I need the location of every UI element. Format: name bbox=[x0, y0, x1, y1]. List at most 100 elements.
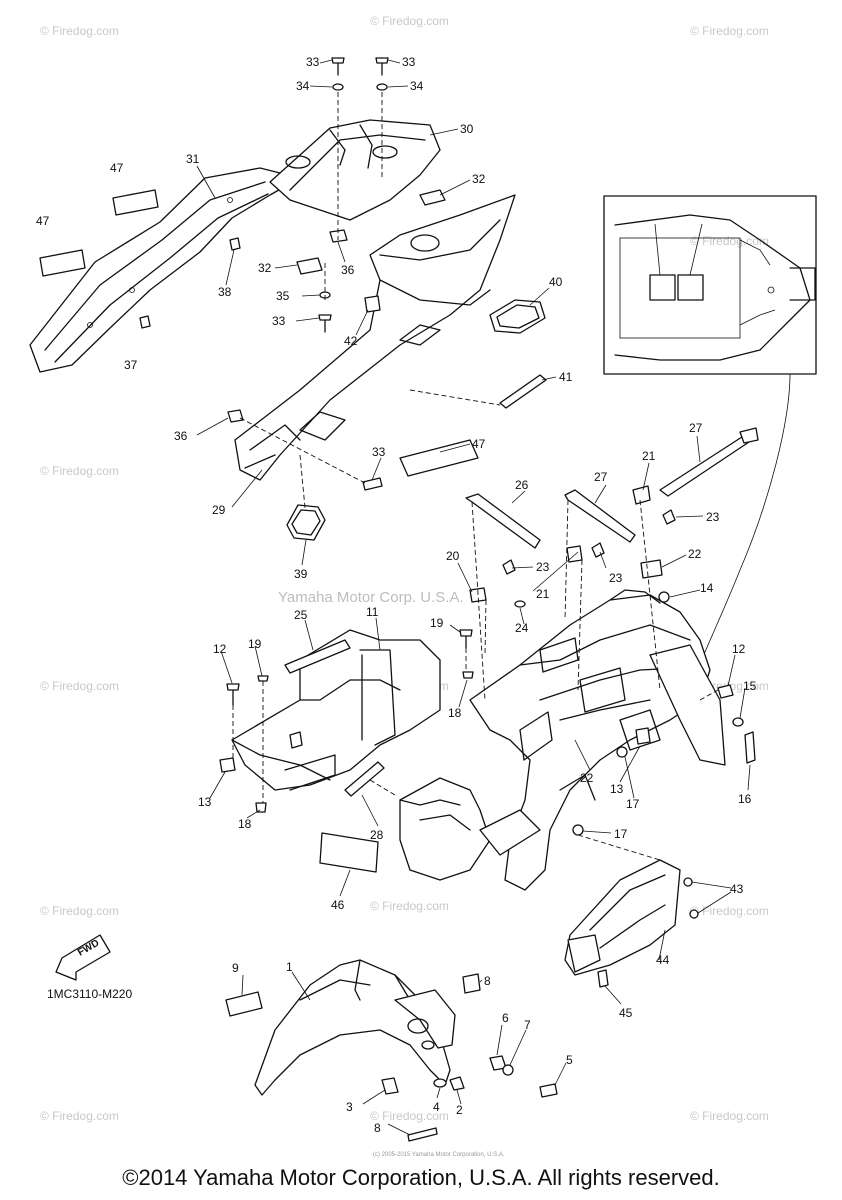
callout: 18 bbox=[448, 706, 462, 720]
callout: 12 bbox=[213, 642, 227, 656]
callout: 39 bbox=[294, 567, 308, 581]
callout: 8 bbox=[374, 1121, 381, 1135]
watermark: © Firedog.com bbox=[690, 904, 769, 918]
assembly-lines-upper bbox=[239, 92, 501, 509]
callout: 42 bbox=[344, 334, 358, 348]
watermark: © Firedog.com bbox=[40, 24, 119, 38]
diagram-code: 1MC3110-M220 bbox=[47, 987, 132, 1001]
small-notice: (c) 2005-2015 Yamaha Motor Corporation, … bbox=[373, 1152, 505, 1158]
callout: 21 bbox=[536, 587, 550, 601]
callout: 30 bbox=[460, 122, 474, 136]
callout: 31 bbox=[186, 152, 200, 166]
callout: 23 bbox=[706, 510, 720, 524]
part-38-37-seals bbox=[286, 299, 546, 541]
part-31-rail-cover bbox=[29, 167, 301, 373]
callout: 24 bbox=[515, 621, 529, 635]
part-lower-bracket bbox=[399, 777, 541, 881]
watermark: © Firedog.com bbox=[40, 904, 119, 918]
watermark: © Firedog.com bbox=[690, 1109, 769, 1123]
watermark: © Firedog.com bbox=[370, 899, 449, 913]
callout: 44 bbox=[656, 953, 670, 967]
straps-27-28 bbox=[219, 427, 759, 773]
callout: 16 bbox=[738, 792, 752, 806]
callout: 17 bbox=[626, 797, 640, 811]
callout: 19 bbox=[430, 616, 444, 630]
fasteners-center bbox=[226, 509, 756, 836]
callout: 23 bbox=[536, 560, 550, 574]
part-1-front-fender bbox=[254, 959, 456, 1096]
inset-detail bbox=[603, 195, 817, 375]
callout: 38 bbox=[218, 285, 232, 299]
callout: 14 bbox=[700, 581, 714, 595]
callout: 28 bbox=[370, 828, 384, 842]
callout: 43 bbox=[730, 882, 744, 896]
callout-numbers: 33 33 34 34 30 31 47 32 47 32 36 38 35 3… bbox=[36, 55, 757, 1135]
callout: 40 bbox=[549, 275, 563, 289]
watermark: © Firedog.com bbox=[370, 1109, 449, 1123]
inset-leader-45 bbox=[689, 223, 703, 276]
part-25-strap bbox=[344, 761, 385, 797]
callout: 3 bbox=[346, 1100, 353, 1114]
callout: 27 bbox=[594, 470, 608, 484]
callout: 21 bbox=[642, 449, 656, 463]
callout: 33 bbox=[272, 314, 286, 328]
part-9-reflector bbox=[225, 991, 263, 1017]
callout: 1 bbox=[286, 960, 293, 974]
callout: 34 bbox=[296, 79, 310, 93]
callout: 19 bbox=[248, 637, 262, 651]
callout: 47 bbox=[110, 161, 124, 175]
watermark: © Firedog.com bbox=[40, 679, 119, 693]
callout: 32 bbox=[258, 261, 272, 275]
callout: 4 bbox=[433, 1100, 440, 1114]
callout: 22 bbox=[580, 771, 594, 785]
callout: 33 bbox=[402, 55, 416, 69]
callout: 20 bbox=[446, 549, 460, 563]
part-39-bracket bbox=[499, 374, 547, 409]
assembly-lines-center bbox=[232, 499, 719, 861]
callout: 6 bbox=[502, 1011, 509, 1025]
part-41-cover bbox=[564, 859, 699, 988]
part-11-battery-box bbox=[231, 629, 441, 791]
callout: 47 bbox=[36, 214, 50, 228]
callout: 33 bbox=[306, 55, 320, 69]
callout: 41 bbox=[559, 370, 573, 384]
callout: 5 bbox=[566, 1053, 573, 1067]
callout: 2 bbox=[456, 1103, 463, 1117]
fasteners-bottom bbox=[381, 1055, 558, 1098]
fwd-arrow: FWD bbox=[55, 934, 111, 981]
callout: 37 bbox=[124, 358, 138, 372]
callout: 13 bbox=[198, 795, 212, 809]
part-8-labels bbox=[407, 973, 481, 1142]
callout: 29 bbox=[212, 503, 226, 517]
callout: 36 bbox=[174, 429, 188, 443]
copyright-footer: ©2014 Yamaha Motor Corporation, U.S.A. A… bbox=[122, 1165, 720, 1190]
callout: 22 bbox=[688, 547, 702, 561]
part-26-strap bbox=[284, 639, 351, 674]
callout: 9 bbox=[232, 961, 239, 975]
callout: 36 bbox=[341, 263, 355, 277]
callout: 13 bbox=[610, 782, 624, 796]
part-10-flap bbox=[649, 644, 726, 766]
callout: 12 bbox=[732, 642, 746, 656]
callout: 32 bbox=[472, 172, 486, 186]
part-29-tail-top bbox=[269, 119, 441, 221]
part-47-stickers bbox=[39, 189, 479, 477]
watermark: © Firedog.com bbox=[370, 14, 449, 28]
callout: 35 bbox=[276, 289, 290, 303]
leader-lines bbox=[196, 59, 751, 1136]
callout: 46 bbox=[331, 898, 345, 912]
inset-leader-44 bbox=[654, 223, 661, 276]
watermark-center: Yamaha Motor Corp. U.S.A. bbox=[278, 589, 464, 606]
watermark: © Firedog.com bbox=[40, 464, 119, 478]
callout: 7 bbox=[524, 1018, 531, 1032]
fasteners-top bbox=[139, 57, 389, 491]
callout: 45 bbox=[619, 1006, 633, 1020]
part-46-plate bbox=[319, 832, 379, 873]
callout: 15 bbox=[743, 679, 757, 693]
callout: 17 bbox=[614, 827, 628, 841]
callout: 18 bbox=[238, 817, 252, 831]
watermark: © Firedog.com bbox=[40, 1109, 119, 1123]
callout: 26 bbox=[515, 478, 529, 492]
callout: 47 bbox=[472, 437, 486, 451]
